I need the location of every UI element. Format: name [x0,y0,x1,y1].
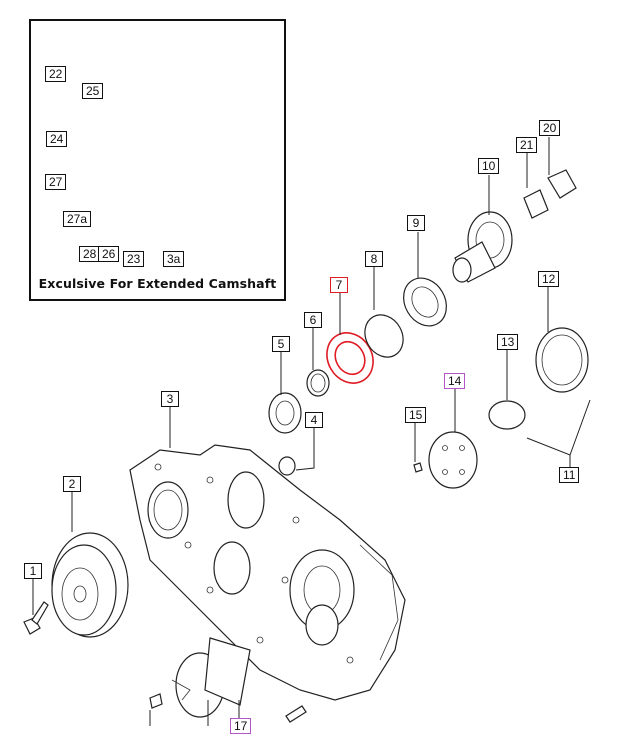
callout-2[interactable]: 2 [63,476,81,492]
bolts-bottom [149,693,307,723]
seal-9 [403,277,447,327]
oring-4 [278,456,296,476]
callout-3[interactable]: 3 [161,391,179,407]
callout-3a[interactable]: 3a [163,251,185,267]
callout-10[interactable]: 10 [478,158,500,174]
callout-24[interactable]: 24 [46,131,68,147]
callout-5[interactable]: 5 [272,336,290,352]
callout-28[interactable]: 28 [79,246,101,262]
callout-21[interactable]: 21 [516,137,538,153]
callout-9[interactable]: 9 [407,215,425,231]
callout-27a[interactable]: 27a [63,211,92,227]
ring-6 [306,369,330,397]
callout-8[interactable]: 8 [365,251,383,267]
callout-4[interactable]: 4 [305,412,323,428]
callout-1[interactable]: 1 [24,563,42,579]
callout-22[interactable]: 22 [45,66,67,82]
callout-26[interactable]: 26 [98,246,120,262]
callout-23[interactable]: 23 [123,251,145,267]
hub-bottom [171,637,251,718]
bolt-1 [23,601,49,635]
leader-lines [32,82,591,726]
callout-17[interactable]: 17 [230,718,252,734]
callout-15[interactable]: 15 [405,407,427,423]
callout-20[interactable]: 20 [539,120,561,136]
sleeve-13 [488,400,526,430]
gear-shaft-10 [452,211,513,283]
callout-6[interactable]: 6 [304,312,322,328]
gear-12 [535,327,589,393]
callout-11[interactable]: 11 [559,467,580,483]
callout-7[interactable]: 7 [330,277,348,293]
circlip-8 [364,314,404,358]
inset-caption: Exculsive For Extended Camshaft [38,276,277,291]
pulley [51,532,129,638]
screw-15 [413,462,423,473]
callout-27[interactable]: 27 [45,174,67,190]
inset-frame [29,19,286,301]
pump-hub-14 [428,431,478,489]
callout-12[interactable]: 12 [538,271,560,287]
callout-13[interactable]: 13 [497,334,519,350]
bearing-5 [268,392,302,434]
callout-25[interactable]: 25 [82,83,104,99]
coupling-20-21 [523,169,577,219]
callout-14[interactable]: 14 [444,373,466,389]
main-timing-cover [129,444,406,701]
